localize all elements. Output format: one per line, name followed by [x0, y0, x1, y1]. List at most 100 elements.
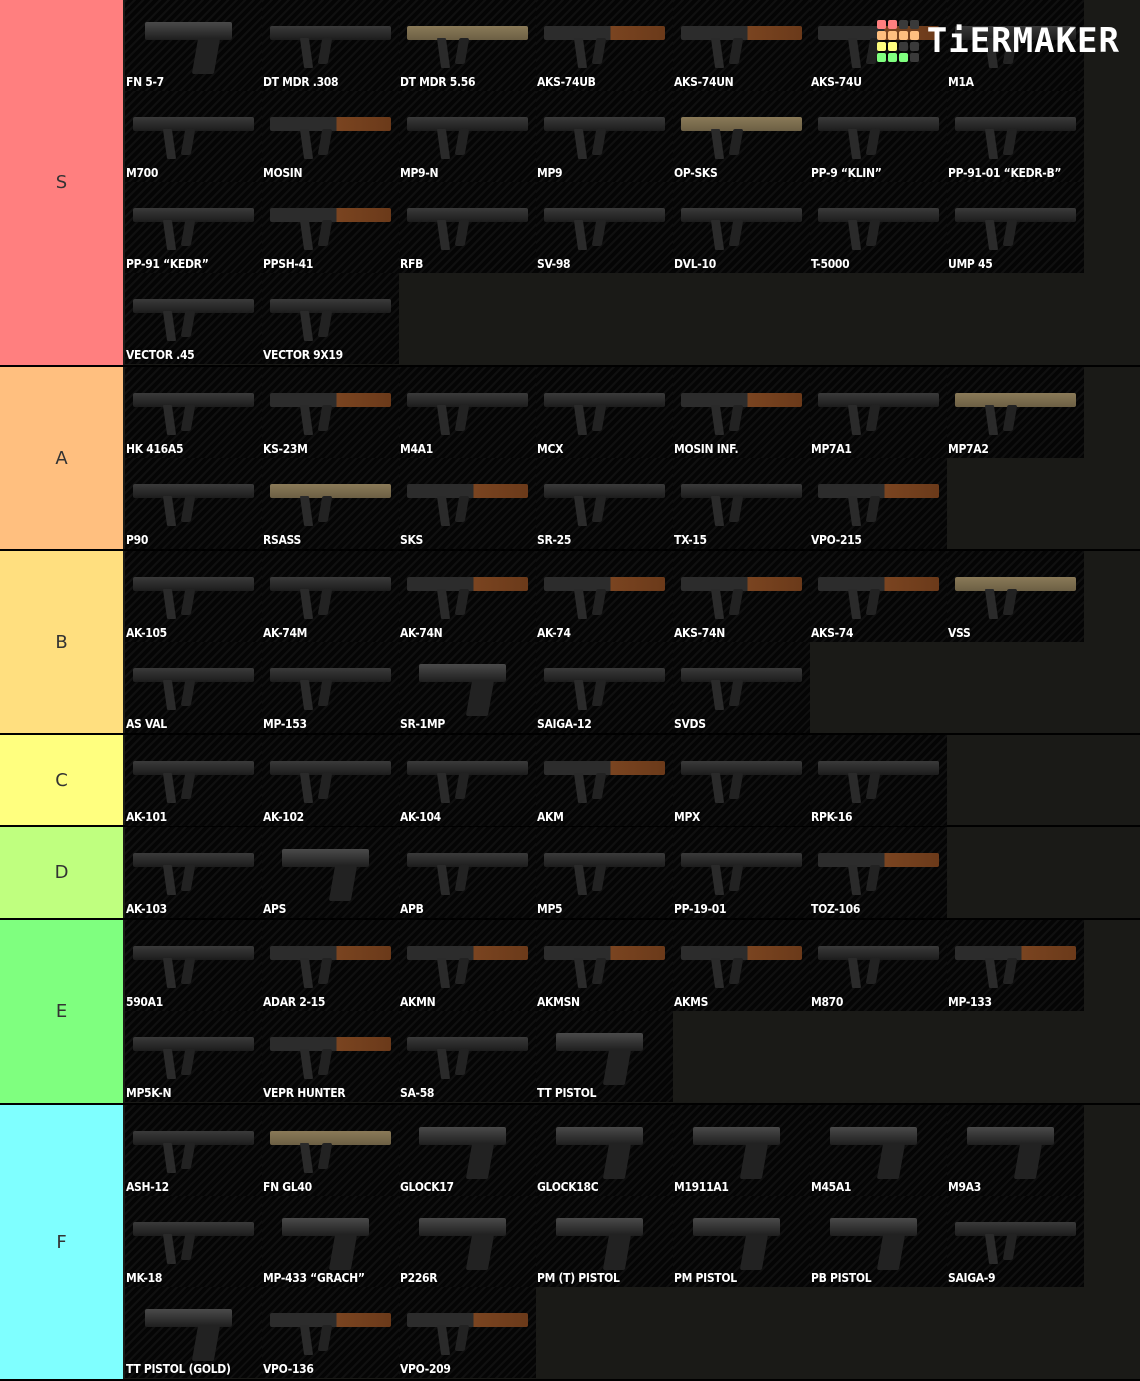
tier-item-card[interactable]: AK-102: [262, 735, 399, 826]
tier-item-card[interactable]: ASH-12: [125, 1105, 262, 1196]
tier-item-card[interactable]: PM PISTOL: [673, 1196, 810, 1287]
tier-item-card[interactable]: PP-91 “KEDR”: [125, 182, 262, 273]
tier-item-card[interactable]: MP-153: [262, 642, 399, 733]
tier-item-card[interactable]: KS-23M: [262, 367, 399, 458]
tier-item-card[interactable]: MCX: [536, 367, 673, 458]
tier-item-card[interactable]: OP-SKS: [673, 91, 810, 182]
tier-item-card[interactable]: M4A1: [399, 367, 536, 458]
tier-item-card[interactable]: M700: [125, 91, 262, 182]
tier-item-card[interactable]: SV-98: [536, 182, 673, 273]
tier-item-card[interactable]: M870: [810, 920, 947, 1011]
tier-item-card[interactable]: VSS: [947, 551, 1084, 642]
tier-item-card[interactable]: SVDS: [673, 642, 810, 733]
tier-item-card[interactable]: VPO-215: [810, 458, 947, 549]
tier-item-card[interactable]: ADAR 2-15: [262, 920, 399, 1011]
tier-label-b[interactable]: B: [0, 551, 125, 733]
tier-item-card[interactable]: AKMS: [673, 920, 810, 1011]
tier-item-card[interactable]: DT MDR 5.56: [399, 0, 536, 91]
tier-item-card[interactable]: TT PISTOL (GOLD): [125, 1287, 262, 1378]
tier-item-card[interactable]: PB PISTOL: [810, 1196, 947, 1287]
tier-item-card[interactable]: MOSIN: [262, 91, 399, 182]
tier-item-card[interactable]: TX-15: [673, 458, 810, 549]
tier-items-area[interactable]: 590A1 ADAR 2-15 AKMN AKMSN AKMS M870 MP-…: [125, 920, 1140, 1103]
tier-item-card[interactable]: HK 416A5: [125, 367, 262, 458]
tier-item-card[interactable]: AK-74N: [399, 551, 536, 642]
tier-item-card[interactable]: MP-433 “GRACH”: [262, 1196, 399, 1287]
tier-item-card[interactable]: PM (T) PISTOL: [536, 1196, 673, 1287]
tier-item-card[interactable]: APB: [399, 827, 536, 918]
tier-item-card[interactable]: AKMN: [399, 920, 536, 1011]
tier-item-card[interactable]: DT MDR .308: [262, 0, 399, 91]
tier-item-card[interactable]: VPO-209: [399, 1287, 536, 1378]
tier-item-card[interactable]: PPSH-41: [262, 182, 399, 273]
tier-item-card[interactable]: GLOCK18C: [536, 1105, 673, 1196]
tier-item-card[interactable]: TT PISTOL: [536, 1011, 673, 1102]
tier-item-card[interactable]: MP-133: [947, 920, 1084, 1011]
tier-items-area[interactable]: FN 5-7 DT MDR .308 DT MDR 5.56 AKS-74UB …: [125, 0, 1140, 365]
tier-item-card[interactable]: MP9: [536, 91, 673, 182]
tier-item-card[interactable]: AKS-74: [810, 551, 947, 642]
tier-item-card[interactable]: MP9-N: [399, 91, 536, 182]
tier-item-card[interactable]: AS VAL: [125, 642, 262, 733]
tier-item-card[interactable]: AK-103: [125, 827, 262, 918]
tier-label-f[interactable]: F: [0, 1105, 125, 1379]
tier-item-card[interactable]: SA-58: [399, 1011, 536, 1102]
tier-item-card[interactable]: AK-74M: [262, 551, 399, 642]
tier-item-card[interactable]: UMP 45: [947, 182, 1084, 273]
tier-item-card[interactable]: VEPR HUNTER: [262, 1011, 399, 1102]
tier-item-card[interactable]: VECTOR 9X19: [262, 273, 399, 364]
tier-item-card[interactable]: SKS: [399, 458, 536, 549]
tier-item-card[interactable]: AK-104: [399, 735, 536, 826]
tier-label-c[interactable]: C: [0, 735, 125, 825]
tier-item-card[interactable]: AKS-74UB: [536, 0, 673, 91]
tier-item-card[interactable]: SR-1MP: [399, 642, 536, 733]
tier-item-card[interactable]: SAIGA-9: [947, 1196, 1084, 1287]
tier-item-card[interactable]: MOSIN INF.: [673, 367, 810, 458]
tier-item-card[interactable]: P226R: [399, 1196, 536, 1287]
tier-item-card[interactable]: MP7A1: [810, 367, 947, 458]
tier-item-card[interactable]: 590A1: [125, 920, 262, 1011]
tier-item-card[interactable]: FN GL40: [262, 1105, 399, 1196]
tier-item-card[interactable]: MP7A2: [947, 367, 1084, 458]
tier-item-card[interactable]: APS: [262, 827, 399, 918]
tier-items-area[interactable]: AK-103 APS APB MP5 PP-19-01 TOZ-106: [125, 827, 1140, 918]
tier-item-card[interactable]: RSASS: [262, 458, 399, 549]
tier-item-card[interactable]: RFB: [399, 182, 536, 273]
tier-label-a[interactable]: A: [0, 367, 125, 549]
tier-item-card[interactable]: AKMSN: [536, 920, 673, 1011]
tier-item-card[interactable]: PP-91-01 “KEDR-B”: [947, 91, 1084, 182]
tier-item-card[interactable]: AK-101: [125, 735, 262, 826]
tier-item-card[interactable]: VPO-136: [262, 1287, 399, 1378]
tier-label-s[interactable]: S: [0, 0, 125, 365]
tier-item-card[interactable]: MP5K-N: [125, 1011, 262, 1102]
tier-item-card[interactable]: AK-74: [536, 551, 673, 642]
tier-items-area[interactable]: AK-105 AK-74M AK-74N AK-74 AKS-74N AKS-7…: [125, 551, 1140, 733]
tier-item-card[interactable]: PP-9 “KLIN”: [810, 91, 947, 182]
tier-items-area[interactable]: AK-101 AK-102 AK-104 AKM MPX RPK-16: [125, 735, 1140, 826]
tier-item-card[interactable]: SAIGA-12: [536, 642, 673, 733]
tier-items-area[interactable]: ASH-12 FN GL40 GLOCK17 GLOCK18C M1911A1 …: [125, 1105, 1140, 1379]
tier-item-card[interactable]: MK-18: [125, 1196, 262, 1287]
tier-item-card[interactable]: AKM: [536, 735, 673, 826]
tier-item-card[interactable]: M1A: [947, 0, 1084, 91]
tier-item-card[interactable]: AK-105: [125, 551, 262, 642]
tier-item-card[interactable]: AKS-74N: [673, 551, 810, 642]
tier-item-card[interactable]: DVL-10: [673, 182, 810, 273]
tier-item-card[interactable]: MP5: [536, 827, 673, 918]
tier-item-card[interactable]: TOZ-106: [810, 827, 947, 918]
tier-item-card[interactable]: VECTOR .45: [125, 273, 262, 364]
tier-item-card[interactable]: M1911A1: [673, 1105, 810, 1196]
tier-item-card[interactable]: AKS-74UN: [673, 0, 810, 91]
tier-label-d[interactable]: D: [0, 827, 125, 918]
tier-item-card[interactable]: RPK-16: [810, 735, 947, 826]
tier-items-area[interactable]: HK 416A5 KS-23M M4A1 MCX MOSIN INF. MP7A…: [125, 367, 1140, 549]
tier-item-card[interactable]: M45A1: [810, 1105, 947, 1196]
tier-item-card[interactable]: PP-19-01: [673, 827, 810, 918]
tier-item-card[interactable]: M9A3: [947, 1105, 1084, 1196]
tier-item-card[interactable]: P90: [125, 458, 262, 549]
tier-item-card[interactable]: FN 5-7: [125, 0, 262, 91]
tier-item-card[interactable]: MPX: [673, 735, 810, 826]
tier-label-e[interactable]: E: [0, 920, 125, 1103]
tier-item-card[interactable]: GLOCK17: [399, 1105, 536, 1196]
tier-item-card[interactable]: SR-25: [536, 458, 673, 549]
